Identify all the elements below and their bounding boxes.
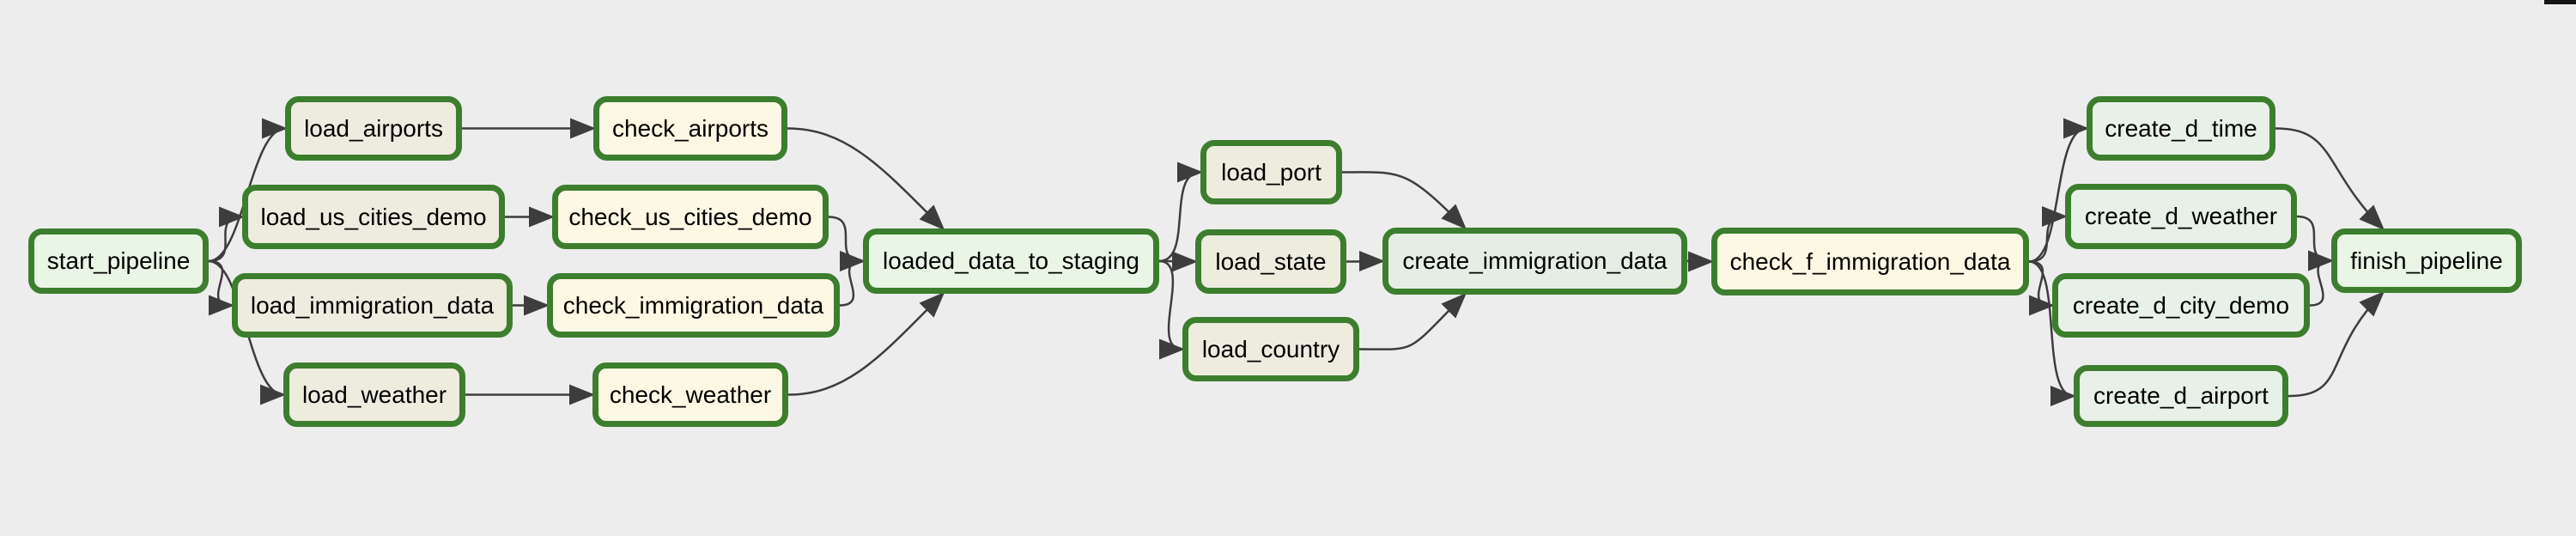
node-create_d_city_demo[interactable]: create_d_city_demo [2052,273,2310,338]
edge-check_f_immigration_data-create_d_city_demo [2028,260,2055,316]
node-load_state[interactable]: load_state [1195,229,1346,294]
task-label: create_d_city_demo [2072,291,2290,319]
edge-loaded_data_to_staging-load_country [1158,259,1185,360]
task-label: start_pipeline [46,247,191,274]
node-loaded_data_to_staging[interactable]: loaded_data_to_staging [863,228,1159,294]
edge-check_us_cities_demo-loaded_data_to_staging [828,216,866,271]
task-label: loaded_data_to_staging [883,247,1139,274]
node-create_d_time[interactable]: create_d_time [2087,96,2275,161]
edge-create_d_airport-finish_pipeline [2287,290,2385,398]
task-label: load_state [1215,247,1327,275]
node-load_country[interactable]: load_country [1182,317,1359,381]
node-check_weather[interactable]: check_weather [592,362,788,427]
node-create_d_airport[interactable]: create_d_airport [2074,365,2288,427]
task-label: check_f_immigration_data [1729,247,2011,275]
edge-create_d_time-finish_pipeline [2275,127,2385,231]
node-check_f_immigration_data[interactable]: check_f_immigration_data [1711,228,2029,295]
task-label: create_d_time [2105,114,2257,142]
edge-loaded_data_to_staging-load_state [1158,251,1198,272]
edge-check_f_immigration_data-create_d_time [2028,118,2089,263]
node-load_weather[interactable]: load_weather [283,362,465,427]
node-load_airports[interactable]: load_airports [285,96,462,161]
task-label: load_country [1201,335,1340,362]
edge-create_d_weather-finish_pipeline [2296,215,2334,271]
edge-start_pipeline-load_immigration_data [208,259,234,316]
edge-load_state-create_immigration_data [1346,251,1385,272]
node-create_immigration_data[interactable]: create_immigration_data [1382,228,1687,295]
task-label: create_d_weather [2084,203,2278,229]
task-label: check_weather [609,381,772,408]
task-label: check_airports [611,114,769,142]
edge-loaded_data_to_staging-load_port [1158,161,1203,263]
task-label: load_port [1221,158,1321,186]
node-check_us_cities_demo[interactable]: check_us_cities_demo [552,185,829,249]
task-label: load_us_cities_demo [260,203,487,230]
scrollbar-fragment [2544,0,2576,4]
edge-start_pipeline-load_us_cities_demo [208,206,245,263]
edge-create_d_city_demo-finish_pipeline [2307,250,2334,307]
node-check_immigration_data[interactable]: check_immigration_data [547,273,840,338]
edge-check_airports-loaded_data_to_staging [787,127,945,231]
node-load_immigration_data[interactable]: load_immigration_data [232,273,513,338]
task-label: check_immigration_data [562,291,824,319]
node-finish_pipeline[interactable]: finish_pipeline [2331,228,2522,293]
task-label: load_immigration_data [250,291,495,319]
edge-check_f_immigration_data-create_d_airport [2028,260,2076,406]
edge-load_port-create_immigration_data [1341,171,1467,230]
edge-check_immigration_data-loaded_data_to_staging [839,251,866,307]
node-load_port[interactable]: load_port [1200,140,1342,204]
task-label: create_immigration_data [1402,247,1668,274]
node-create_d_weather[interactable]: create_d_weather [2065,184,2297,249]
task-label: finish_pipeline [2350,247,2503,274]
edge-check_f_immigration_data-create_d_weather [2028,206,2068,263]
task-label: load_weather [301,381,447,408]
edge-create_immigration_data-check_f_immigration_data [1686,251,1714,272]
task-label: create_d_airport [2093,382,2269,409]
node-load_us_cities_demo[interactable]: load_us_cities_demo [242,185,505,249]
task-label: load_airports [304,114,443,142]
task-label: check_us_cities_demo [568,203,812,230]
edge-check_weather-loaded_data_to_staging [787,291,945,396]
node-check_airports[interactable]: check_airports [593,96,787,161]
node-start_pipeline[interactable]: start_pipeline [28,228,209,294]
edge-load_country-create_immigration_data [1358,292,1467,350]
